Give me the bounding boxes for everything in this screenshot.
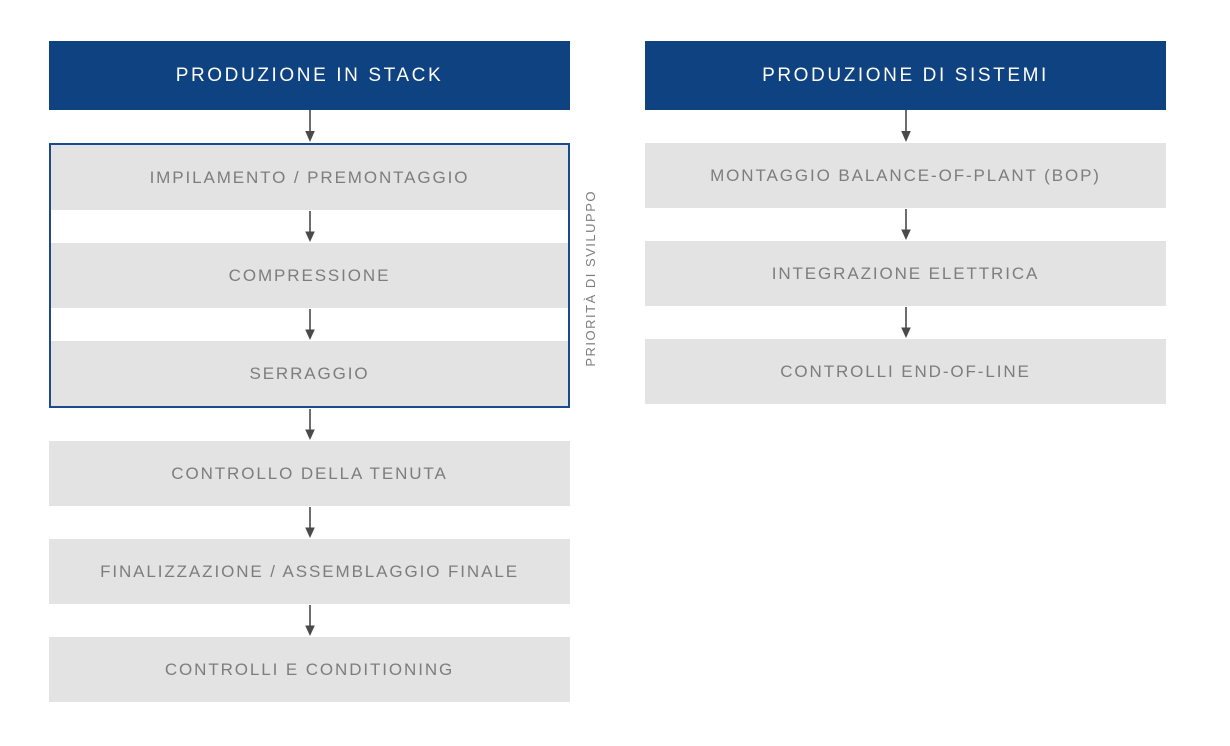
step-box: CONTROLLI E CONDITIONING (49, 637, 570, 702)
step-label: SERRAGGIO (249, 364, 370, 383)
step-box: COMPRESSIONE (51, 243, 568, 308)
arrow-down-icon (645, 110, 1166, 143)
step-label: CONTROLLI E CONDITIONING (164, 660, 455, 679)
arrow-down-icon (49, 408, 570, 441)
step-box: SERRAGGIO (51, 341, 568, 406)
column-header-systems: PRODUZIONE DI SISTEMI (645, 41, 1166, 110)
priority-axis-label: PRIORITÀ DI SVILUPPO (578, 143, 602, 413)
step-label: CONTROLLO DELLA TENUTA (171, 464, 448, 483)
priority-axis-label-text: PRIORITÀ DI SVILUPPO (582, 189, 598, 367)
arrow-down-icon (49, 604, 570, 637)
step-label: MONTAGGIO BALANCE-OF-PLANT (BOP) (710, 166, 1101, 185)
step-label: IMPILAMENTO / PREMONTAGGIO (149, 168, 470, 187)
step-box: IMPILAMENTO / PREMONTAGGIO (51, 145, 568, 210)
step-box: MONTAGGIO BALANCE-OF-PLANT (BOP) (645, 143, 1166, 208)
column-header-systems-label: PRODUZIONE DI SISTEMI (762, 65, 1049, 86)
arrow-down-icon (645, 306, 1166, 339)
step-box: INTEGRAZIONE ELETTRICA (645, 241, 1166, 306)
arrow-down-icon (645, 208, 1166, 241)
step-box: CONTROLLI END-OF-LINE (645, 339, 1166, 404)
step-box: FINALIZZAZIONE / ASSEMBLAGGIO FINALE (49, 539, 570, 604)
column-header-stack: PRODUZIONE IN STACK (49, 41, 570, 110)
step-box: CONTROLLO DELLA TENUTA (49, 441, 570, 506)
column-produzione-di-sistemi: PRODUZIONE DI SISTEMI MONTAGGIO BALANCE-… (645, 41, 1166, 404)
step-label: FINALIZZAZIONE / ASSEMBLAGGIO FINALE (100, 562, 519, 581)
arrow-down-icon (51, 308, 568, 341)
arrow-down-icon (51, 210, 568, 243)
step-label: COMPRESSIONE (228, 266, 391, 285)
column-produzione-in-stack: PRODUZIONE IN STACK IMPILAMENTO / PREMON… (49, 41, 570, 702)
priority-group-frame: IMPILAMENTO / PREMONTAGGIO COMPRESSIONE … (49, 143, 570, 408)
column-header-stack-label: PRODUZIONE IN STACK (175, 65, 444, 86)
step-label: INTEGRAZIONE ELETTRICA (771, 264, 1040, 283)
arrow-down-icon (49, 110, 570, 143)
step-label: CONTROLLI END-OF-LINE (780, 362, 1031, 381)
arrow-down-icon (49, 506, 570, 539)
